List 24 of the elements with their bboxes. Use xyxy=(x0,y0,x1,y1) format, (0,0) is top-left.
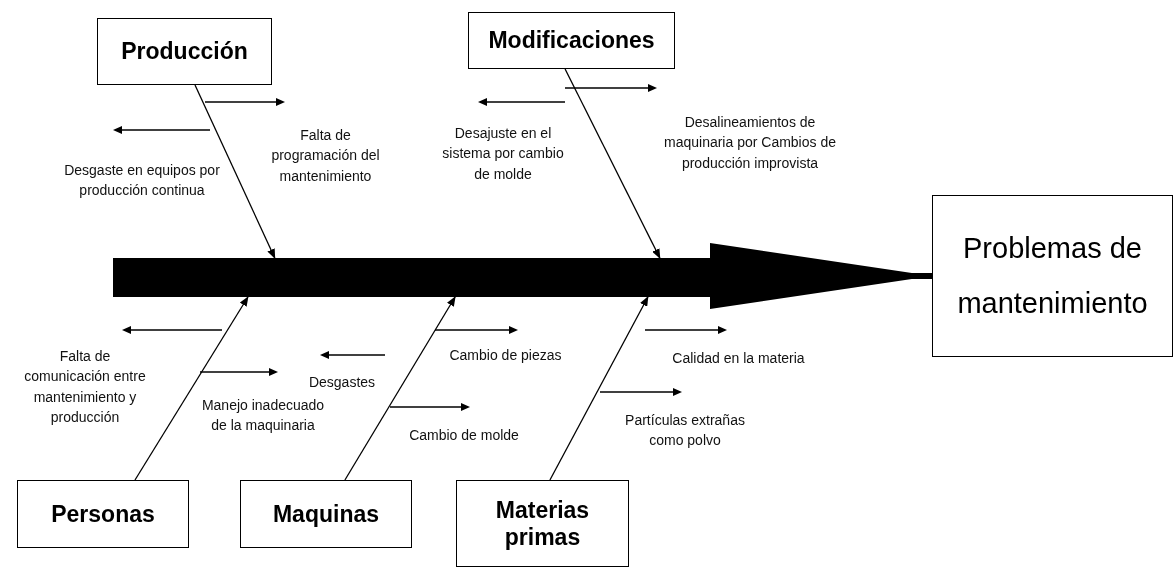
cause-label: Desajuste en el sistema por cambio de molde xyxy=(441,124,565,184)
cause-label: Manejo inadecuado de la maquinaria xyxy=(200,396,326,436)
arrow xyxy=(134,296,249,481)
main-arrow xyxy=(710,243,932,309)
cause-label: Falta de programación del mantenimiento xyxy=(270,126,381,186)
category-box: Modificaciones xyxy=(468,12,675,69)
cause-label: Desgastes xyxy=(307,373,377,392)
arrow xyxy=(194,84,276,259)
arrow xyxy=(564,68,661,259)
category-box: Producción xyxy=(97,18,272,85)
cause-label: Desalineamientos de maquinaria por Cambios de producción improvista xyxy=(663,113,837,173)
cause-label: Cambio de molde xyxy=(408,426,520,445)
cause-label: Partículas extrañas como polvo xyxy=(624,411,746,451)
category-box: Materias primas xyxy=(456,480,629,567)
cause-label: Desgaste en equipos por producción continua xyxy=(63,161,221,201)
category-box: Personas xyxy=(17,480,189,548)
cause-label: Falta de comunicación entre mantenimiento y producción xyxy=(23,347,147,427)
category-box: Maquinas xyxy=(240,480,412,548)
cause-label: Cambio de piezas xyxy=(448,346,563,365)
arrow xyxy=(549,296,649,481)
spine-bar xyxy=(113,258,710,297)
cause-label: Calidad en la materia xyxy=(671,349,806,368)
arrow xyxy=(344,296,456,481)
effect-box: Problemas de mantenimiento xyxy=(932,195,1173,357)
